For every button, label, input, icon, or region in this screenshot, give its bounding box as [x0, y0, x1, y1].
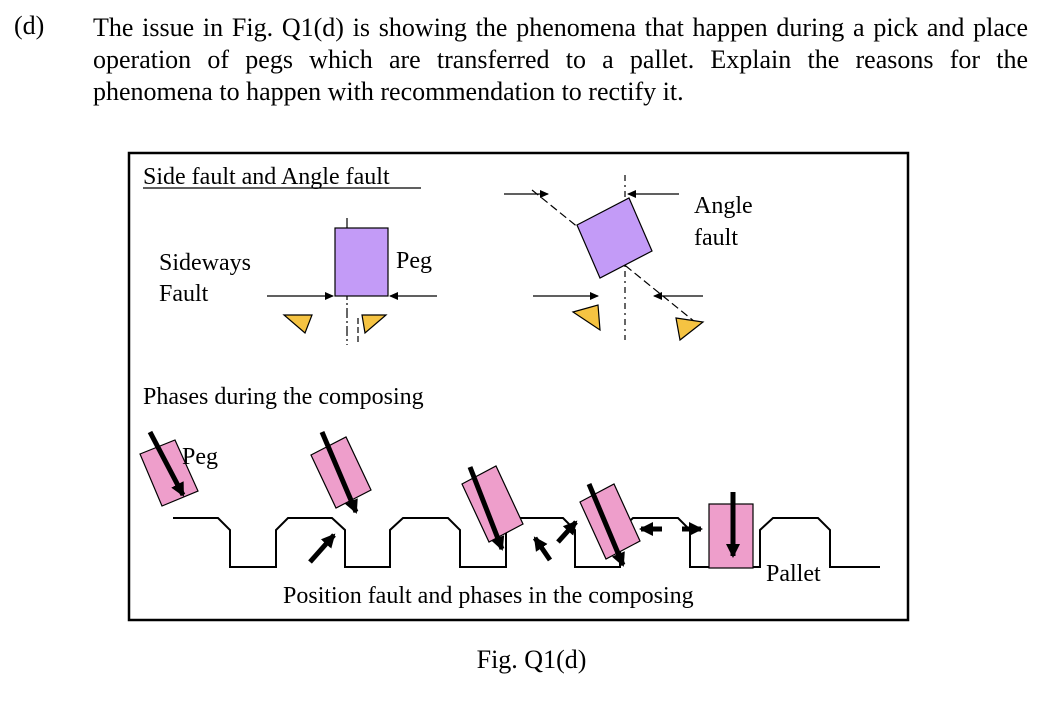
phase-peg-5 — [708, 492, 754, 569]
peg-violet — [334, 227, 389, 297]
pallet-label: Pallet — [766, 561, 821, 587]
sideways-fault-label-1: Sideways — [159, 250, 251, 276]
angle-fault-diagram — [504, 175, 705, 342]
peg-label: Peg — [396, 248, 432, 274]
position-fault-caption: Position fault and phases in the composi… — [283, 583, 694, 609]
figure-caption: Fig. Q1(d) — [476, 645, 587, 674]
sideways-fault-diagram — [267, 218, 437, 345]
gripper-right-tilted — [675, 317, 705, 342]
question-line-1: The issue in Fig. Q1(d) is showing the p… — [93, 13, 1028, 42]
phase-peg-2 — [310, 431, 372, 514]
angle-fault-label-2: fault — [694, 225, 738, 251]
gripper-right — [361, 314, 388, 335]
angle-fault-label-1: Angle — [694, 193, 753, 219]
position-fault-arrow-1 — [308, 533, 336, 564]
phases-heading: Phases during the composing — [143, 384, 424, 410]
figure-frame — [127, 151, 910, 622]
phase-peg-4 — [579, 483, 641, 567]
phases-peg-label: Peg — [182, 444, 218, 470]
question-label: (d) — [14, 11, 45, 40]
peg-violet-tilted — [576, 197, 653, 279]
question-text: The issue in Fig. Q1(d) is showing the p… — [93, 12, 1028, 108]
phase-peg-3 — [461, 465, 524, 551]
pallet-profile — [173, 517, 880, 568]
side-fault-heading: Side fault and Angle fault — [143, 164, 390, 190]
question-line-2: operation of pegs which are transferred … — [93, 45, 1028, 74]
sideways-fault-label-2: Fault — [159, 281, 209, 307]
gripper-left-tilted — [571, 304, 601, 332]
position-fault-arrow-3 — [556, 520, 578, 544]
position-fault-arrow-2 — [532, 536, 553, 562]
gripper-left — [282, 314, 313, 335]
question-line-3: phenomena to happen with recommendation … — [93, 77, 684, 106]
phase-peg-1 — [139, 430, 199, 507]
